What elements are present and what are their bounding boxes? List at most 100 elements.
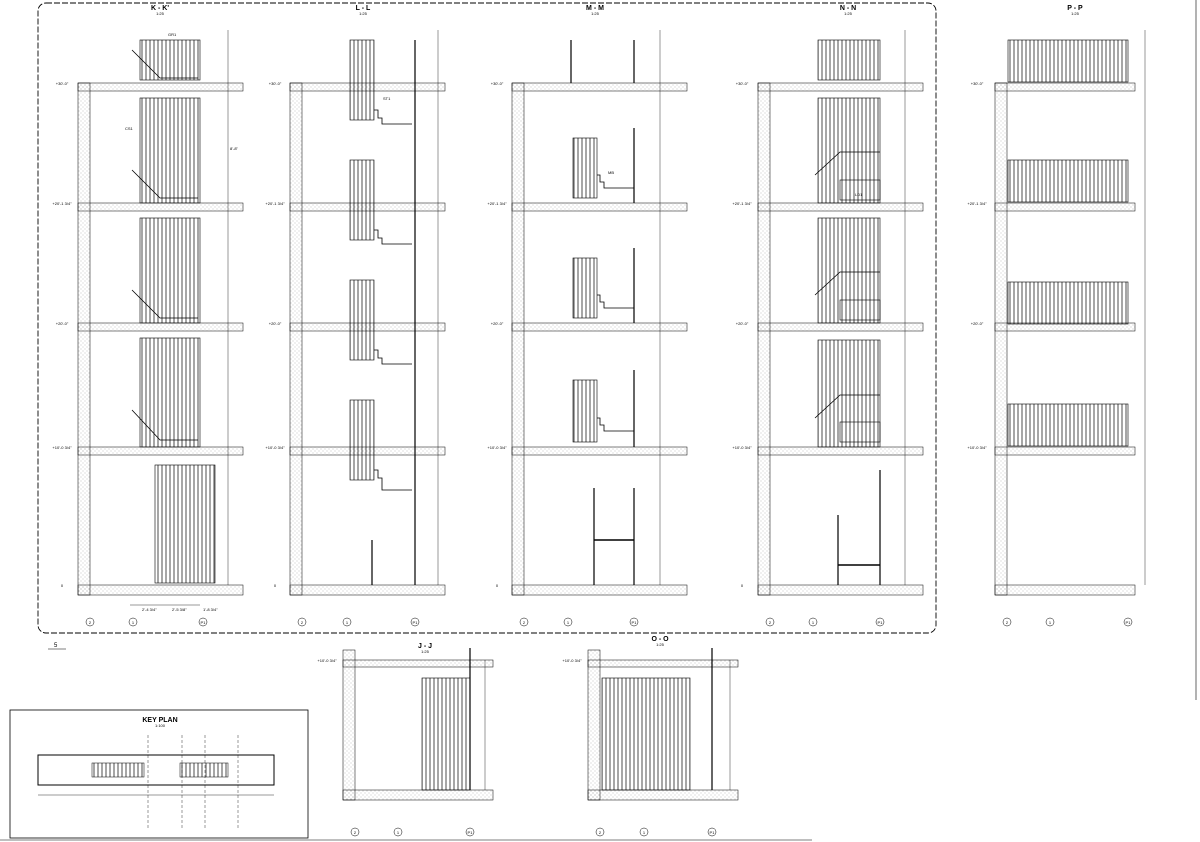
slab [757, 446, 924, 456]
grid-bubble [85, 617, 95, 627]
stair-stringer [374, 349, 412, 365]
grid-bubble [629, 617, 639, 627]
grid-bubble [350, 827, 360, 837]
level-marker: +20'-0" [971, 321, 984, 326]
stair-stringer [814, 271, 880, 296]
grid-bubble [393, 827, 403, 837]
level-marker: +20'-0" [269, 321, 282, 326]
stair-stringer [131, 169, 198, 199]
section-p: P - P 1:25 2 1 P1 +30'-0" +20'-1 3/4" +2… [967, 5, 1146, 627]
guardrail [1007, 159, 1129, 203]
level-marker: 0 [61, 583, 64, 588]
level-marker: +20'-1 3/4" [52, 201, 72, 206]
guardrail [572, 257, 598, 319]
guardrail [139, 217, 201, 324]
grid-bubble-label: 2 [89, 620, 92, 625]
grid-bubble-label: P1 [632, 620, 638, 625]
slab [77, 322, 244, 332]
slab [587, 659, 739, 668]
wall [994, 82, 1008, 596]
grid-bubble [342, 617, 352, 627]
grid-bubble-label: 1 [643, 830, 646, 835]
wall [77, 82, 91, 596]
slab [77, 202, 244, 212]
grid-bubble [410, 617, 420, 627]
grid-bubble [563, 617, 573, 627]
landing [839, 179, 881, 201]
guardrail [139, 39, 201, 81]
section-n-title: N - N [840, 5, 856, 12]
landing [839, 421, 881, 443]
grid-bubble-label: 1 [812, 620, 815, 625]
guardrail [817, 39, 881, 81]
stair-stringer [374, 229, 412, 245]
grid-bubble-label: 1 [346, 620, 349, 625]
stair-stringer [131, 49, 198, 79]
slab [77, 82, 244, 92]
grid-bubble-label: P1 [710, 830, 716, 835]
slab [757, 322, 924, 332]
stair-stringer [374, 469, 412, 491]
grid-bubble-label: P1 [468, 830, 474, 835]
dimension-text: 2'-4 3/4" [142, 607, 157, 612]
grid-bubble [1002, 617, 1012, 627]
slab [511, 82, 688, 92]
guardrail [817, 217, 881, 324]
grid-bubble [639, 827, 649, 837]
tag-guardrail: GR1 [168, 32, 177, 37]
guardrail [572, 137, 598, 199]
grid-bubble-label: P1 [1126, 620, 1132, 625]
grid-bubble-label: P1 [413, 620, 419, 625]
level-marker: +30'-0" [269, 81, 282, 86]
level-marker: +20'-1 3/4" [487, 201, 507, 206]
stair-stringer [814, 394, 880, 419]
section-p-scale: 1:25 [1071, 11, 1080, 16]
slab [994, 446, 1136, 456]
level-marker: +10'-0 3/4" [317, 658, 337, 663]
slab [342, 789, 494, 801]
key-plan: KEY PLAN 1:100 [9, 709, 309, 839]
level-marker: 0 [496, 583, 499, 588]
guardrail [601, 677, 691, 791]
guardrail [349, 39, 375, 121]
level-marker: +20'-1 3/4" [265, 201, 285, 206]
slab [511, 202, 688, 212]
stair-stringer [131, 289, 198, 319]
guardrail [1007, 403, 1129, 447]
slab [511, 322, 688, 332]
section-m-title: M - M [586, 5, 604, 12]
guardrail [421, 677, 471, 791]
level-marker: +30'-0" [56, 81, 69, 86]
tag-landing: LD1 [855, 192, 863, 197]
guardrail [1007, 281, 1129, 325]
level-marker: +10'-0 3/4" [265, 445, 285, 450]
wall [587, 649, 601, 801]
grid-bubble [707, 827, 717, 837]
section-j-title: J - J [418, 643, 432, 650]
grid-bubble [465, 827, 475, 837]
guardrail [139, 97, 201, 204]
dimension-text: 2'-5 3/8" [172, 607, 187, 612]
slab [994, 584, 1136, 596]
guardrail [154, 464, 216, 584]
revision-tag-text: 5 [54, 643, 58, 649]
slab [994, 82, 1136, 92]
section-l-scale: 1:25 [359, 11, 368, 16]
dimension-text: 8'-8" [230, 146, 239, 151]
level-marker: +20'-1 3/4" [732, 201, 752, 206]
level-marker: +30'-0" [971, 81, 984, 86]
grid-bubble-label: 2 [1006, 620, 1009, 625]
section-o: O - O 1:25 +10'-0 3/4" 2 1 P1 [562, 636, 739, 837]
section-p-title: P - P [1067, 5, 1083, 12]
grid-bubble [595, 827, 605, 837]
slab [994, 202, 1136, 212]
wall [511, 82, 525, 596]
section-n-scale: 1:25 [844, 11, 853, 16]
section-l-title: L - L [356, 5, 371, 12]
guardrail [572, 379, 598, 443]
level-marker: +30'-0" [736, 81, 749, 86]
grid-bubble-label: 2 [599, 830, 602, 835]
slab [757, 82, 924, 92]
level-marker: 0 [741, 583, 744, 588]
